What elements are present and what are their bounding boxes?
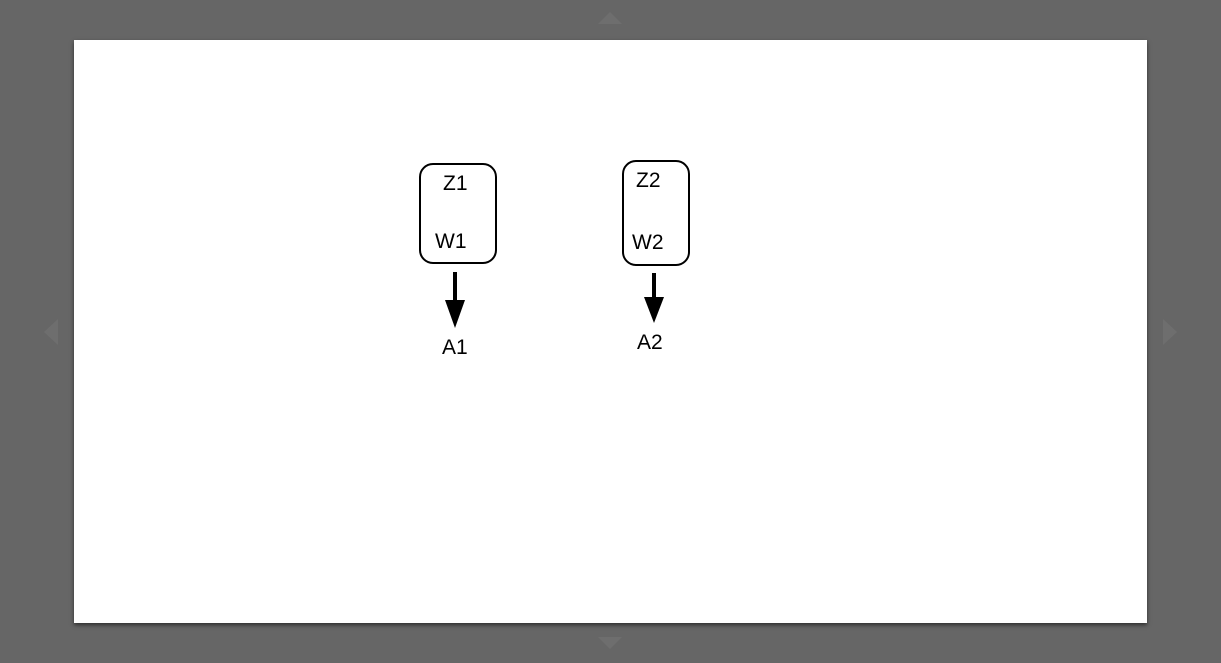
chevron-left-icon[interactable] <box>44 319 58 345</box>
node-1-top-label: Z1 <box>443 172 468 195</box>
slide-canvas: Z1 W1 A1 Z2 W2 A2 <box>74 40 1147 623</box>
node-box-1 <box>419 163 497 264</box>
arrow-down-1 <box>445 272 465 328</box>
chevron-down-icon[interactable] <box>598 637 622 649</box>
chevron-right-icon[interactable] <box>1163 319 1177 345</box>
node-2-bottom-label: W2 <box>632 231 664 254</box>
output-label-2: A2 <box>637 331 663 354</box>
node-1-bottom-label: W1 <box>435 230 467 253</box>
node-box-2 <box>622 160 690 266</box>
node-2-top-label: Z2 <box>636 169 661 192</box>
output-label-1: A1 <box>442 336 468 359</box>
arrow-down-2 <box>644 273 664 323</box>
chevron-up-icon[interactable] <box>598 12 622 24</box>
